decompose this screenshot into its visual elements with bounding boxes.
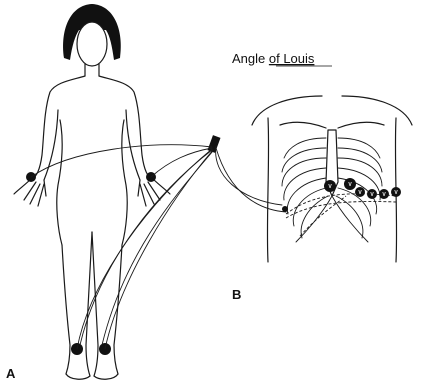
head [77,22,107,66]
chest-figure [252,96,412,262]
lead-wires [31,145,286,349]
right-hand [14,178,46,206]
body-figure [14,4,170,379]
precordial-electrodes: V V V V V V [282,178,401,212]
angle-label-prefix: Angle [232,51,269,66]
angle-of-louis-label: Angle of Louis [232,51,332,66]
right-chest-electrode [282,206,288,212]
limb-electrodes [26,172,156,355]
panel-b-label: B [232,287,241,302]
chest-outline [252,96,412,125]
svg-text:Angle of Louis: Angle of Louis [232,51,315,66]
cable-connector [208,135,221,153]
panel-a-label: A [6,366,16,381]
angle-label-underlined: of Louis [269,51,315,66]
